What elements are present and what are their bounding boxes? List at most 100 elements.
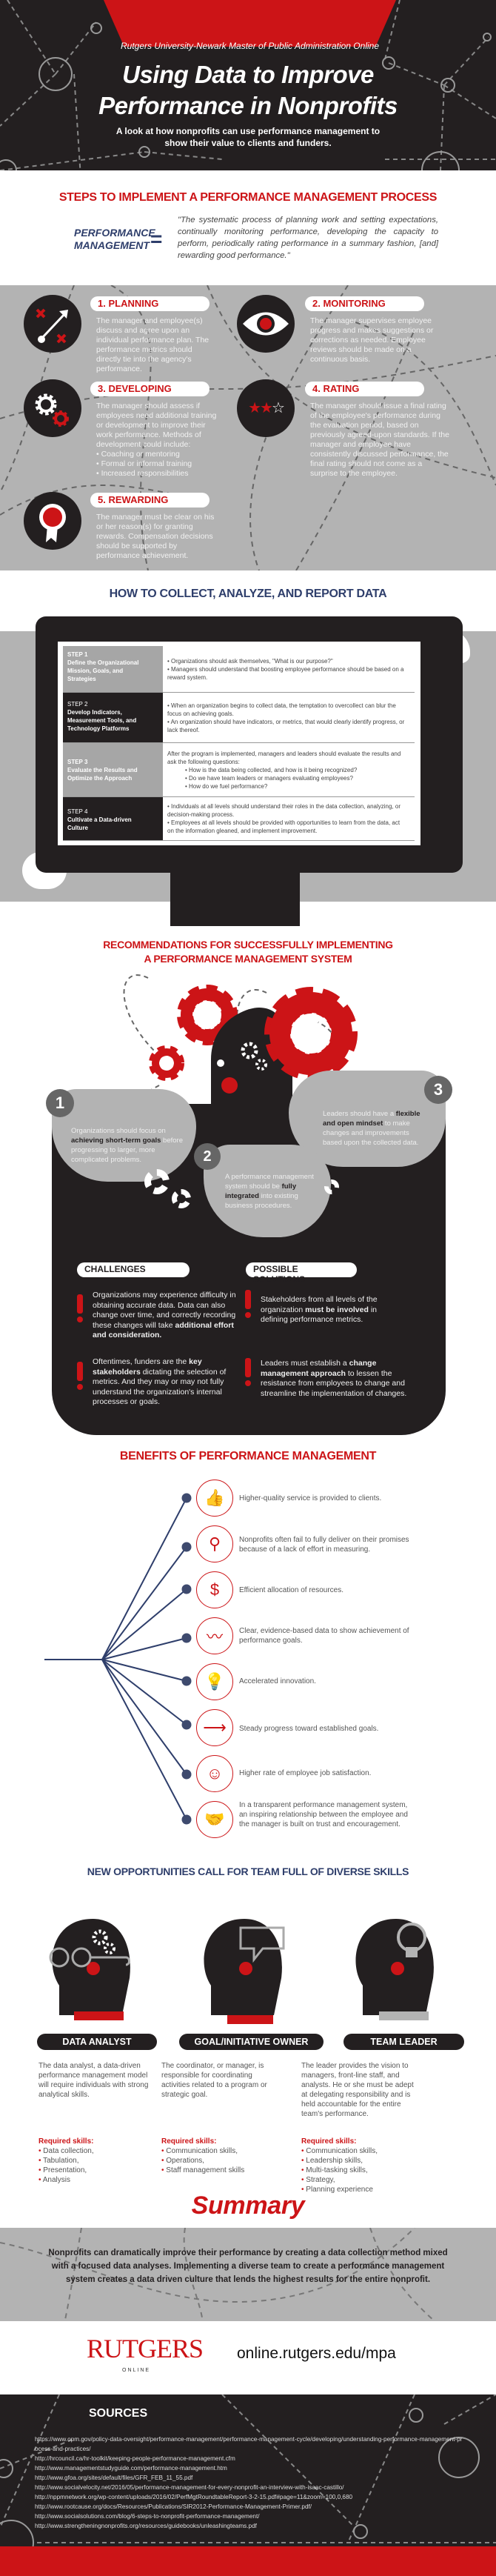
- exclamation-icon: [77, 1362, 83, 1390]
- website-link[interactable]: online.rutgers.edu/mpa: [237, 2345, 396, 2362]
- recommendations-heading-2: A PERFORMANCE MANAGEMENT SYSTEM: [144, 953, 352, 965]
- step-developing-label: 3. DEVELOPING: [90, 382, 210, 396]
- magnifier-icon: ⚲: [196, 1525, 233, 1562]
- sources-heading: SOURCES: [89, 2407, 148, 2420]
- data-heading: HOW TO COLLECT, ANALYZE, AND REPORT DATA: [109, 588, 387, 600]
- role-description: The data analyst, a data-driven performa…: [38, 2062, 149, 2099]
- benefit-text: Steady progress toward established goals…: [239, 1725, 379, 1733]
- team-heading: NEW OPPORTUNITIES CALL FOR TEAM FULL OF …: [87, 1866, 409, 1877]
- source-link[interactable]: http://www.rootcause.org/docs/Resources/…: [35, 2503, 312, 2510]
- source-link[interactable]: http://hrcouncil.ca/hr-toolkit/keeping-p…: [35, 2455, 235, 2462]
- solutions-label: POSSIBLE SOLUTIONS: [246, 1262, 357, 1285]
- challenge-text: Organizations may experience difficulty …: [93, 1291, 236, 1339]
- stars-icon: ★★☆: [237, 379, 295, 437]
- step-monitoring-text: The manager supervises employee progress…: [310, 316, 434, 364]
- step-planning-text: The manager and employee(s) discuss and …: [96, 316, 210, 373]
- step-number-2: 2: [194, 1143, 221, 1170]
- equals-sign: =: [150, 227, 163, 250]
- recommendation-bubble-1: [52, 1089, 196, 1182]
- gear-icon: [172, 1189, 191, 1208]
- challenges-label: CHALLENGES: [77, 1262, 190, 1277]
- developing-bullet: • Coaching or mentoring: [96, 450, 180, 459]
- recommendations-heading-1: RECOMMENDATIONS FOR SUCCESSFULLY IMPLEME…: [103, 939, 393, 951]
- benefit-text: Nonprofits often fail to fully deliver o…: [239, 1536, 409, 1554]
- step-desc: • Individuals at all levels should under…: [163, 797, 412, 840]
- role-goal-owner: GOAL/INITIATIVE OWNER: [179, 2034, 324, 2050]
- recommendation-text-2: A performance management system should b…: [225, 1173, 314, 1210]
- source-link[interactable]: http://nppmnetwork.org/wp-content/upload…: [35, 2494, 353, 2500]
- source-link[interactable]: https://www.opm.gov/policy-data-oversigh…: [35, 2436, 463, 2452]
- gears-icon: [24, 379, 81, 437]
- gear-icon: [144, 1169, 170, 1194]
- exclamation-icon: [245, 1290, 251, 1318]
- source-link[interactable]: http://www.gfoa.org/sites/default/files/…: [35, 2475, 193, 2481]
- plan-arrow-icon: [24, 295, 81, 353]
- eye-icon: [237, 295, 295, 353]
- step-desc: • When an organization begins to collect…: [163, 693, 412, 742]
- term-management: MANAGEMENT: [74, 239, 150, 251]
- developing-bullet: • Formal or informal training: [96, 459, 192, 468]
- header-banner: Rutgers University-Newark Master of Publ…: [0, 0, 496, 170]
- role-description: The coordinator, or manager, is responsi…: [161, 2062, 267, 2099]
- challenge-text: Oftentimes, funders are the key stakehol…: [93, 1357, 227, 1406]
- required-skills: Required skills:Communication skills,Lea…: [301, 2137, 378, 2194]
- arrow-right-icon: ⟶: [196, 1709, 233, 1746]
- step-planning-label: 1. PLANNING: [90, 296, 210, 311]
- head-gears-illustration: [110, 974, 358, 1156]
- benefit-text: Accelerated innovation.: [239, 1677, 316, 1685]
- program-banner: [104, 0, 396, 47]
- source-link[interactable]: http://www.strengtheningnonprofits.org/r…: [35, 2523, 257, 2529]
- role-team-leader: TEAM LEADER: [343, 2034, 464, 2050]
- step-rewarding-text: The manager must be clear on his or her …: [96, 513, 215, 560]
- dashed-paths: [0, 2228, 436, 2321]
- step-rewarding-label: 5. REWARDING: [90, 493, 210, 507]
- gear-icon: [324, 1179, 339, 1194]
- step-desc: After the program is implemented, manage…: [163, 743, 412, 796]
- term-performance: PERFORMANCE: [74, 227, 155, 239]
- summary-heading: Summary: [191, 2191, 305, 2220]
- rutgers-logo-sub: ONLINE: [122, 2368, 151, 2373]
- program-name: Rutgers University-Newark Master of Publ…: [120, 41, 379, 51]
- benefit-text: Clear, evidence-based data to show achie…: [239, 1627, 409, 1645]
- recommendation-text-1: Organizations should focus on achieving …: [71, 1127, 183, 1164]
- monitor-stand: [170, 871, 300, 926]
- page-subtitle: A look at how nonprofits can use perform…: [115, 126, 381, 148]
- required-skills: Required skills:Communication skills,Ope…: [161, 2137, 244, 2175]
- award-ribbon-icon: [24, 492, 81, 550]
- benefit-text: Efficient allocation of resources.: [239, 1586, 344, 1594]
- solution-text: Stakeholders from all levels of the orga…: [261, 1295, 378, 1324]
- smiley-icon: ☺: [196, 1755, 233, 1792]
- rutgers-logo: RUTGERS: [87, 2334, 204, 2363]
- step-desc: • Organizations should ask themselves, "…: [163, 646, 412, 692]
- source-link[interactable]: http://www.socialsolutions.com/blog/6-st…: [35, 2513, 260, 2520]
- recommendation-bubble-2: [204, 1145, 331, 1237]
- summary-panel: [0, 2228, 496, 2321]
- summary-text: Nonprofits can dramatically improve thei…: [48, 2249, 448, 2284]
- page-title-line2: Performance in Nonprofits: [98, 92, 398, 119]
- step-number-3: 3: [424, 1076, 452, 1104]
- page-title-line1: Using Data to Improve: [122, 61, 374, 88]
- source-link[interactable]: http://www.managementstudyguide.com/perf…: [35, 2465, 227, 2472]
- network-pattern: [0, 2394, 496, 2546]
- solution-text: Leaders must establish a change manageme…: [261, 1359, 407, 1398]
- thumbs-up-icon: 👍: [196, 1480, 233, 1517]
- dollar-icon: $: [196, 1571, 233, 1608]
- benefit-text: In a transparent performance management …: [239, 1801, 408, 1828]
- step-monitoring-label: 2. MONITORING: [305, 296, 424, 311]
- network-pattern: [0, 0, 496, 170]
- benefit-text: Higher-quality service is provided to cl…: [239, 1494, 382, 1502]
- source-link[interactable]: http://www.socialvelocity.net/2016/05/pe…: [35, 2484, 344, 2491]
- exclamation-icon: [77, 1294, 83, 1322]
- role-description: The leader provides the vision to manage…: [301, 2062, 414, 2118]
- benefits-connector: [44, 1493, 192, 1825]
- step-number-1: 1: [46, 1089, 74, 1117]
- line-chart-icon: 〰: [196, 1617, 233, 1654]
- role-data-analyst: DATA ANALYST: [37, 2034, 157, 2050]
